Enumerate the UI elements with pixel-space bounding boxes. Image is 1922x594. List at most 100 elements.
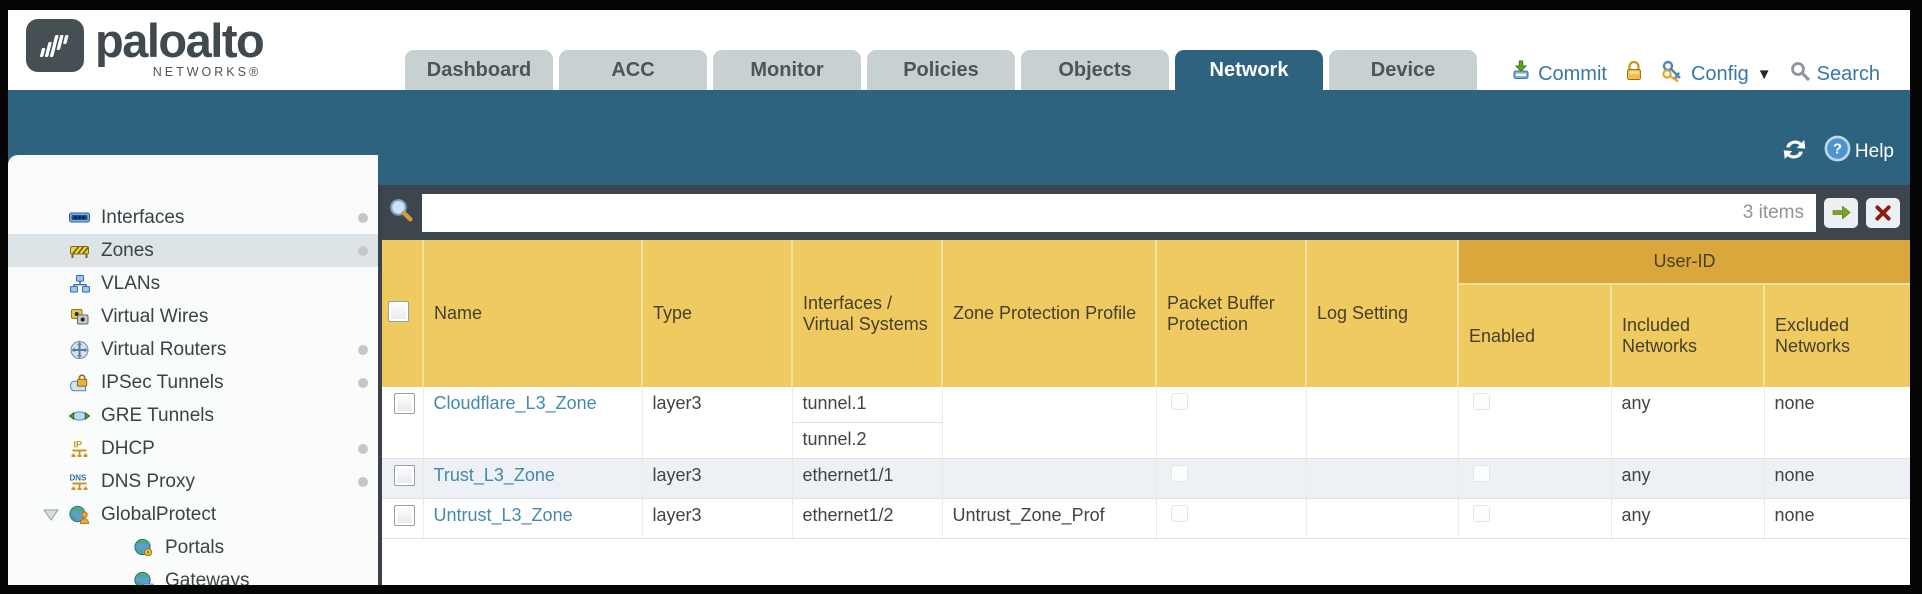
col-header-packet-buffer-protection[interactable]: Packet Buffer Protection [1155,240,1306,387]
log-setting [1306,387,1459,459]
vlans-icon [66,274,92,294]
sidebar-item-vlans[interactable]: VLANs [8,267,378,300]
col-header-type[interactable]: Type [641,240,792,387]
sidebar-item-interfaces[interactable]: Interfaces [8,201,378,234]
filter-toolbar: 3 items [378,185,1910,240]
sidebar-item-label: DHCP [101,438,155,459]
tab-acc[interactable]: ACC [559,50,707,90]
col-header-interfaces[interactable]: Interfaces / Virtual Systems [791,240,942,387]
sidebar-item-gateways[interactable]: Gateways [8,564,378,585]
sidebar-item-label: Interfaces [101,207,185,228]
sidebar-item-gre-tunnels[interactable]: GRE Tunnels [8,399,378,432]
packet-buffer-protection-checkbox[interactable] [1170,505,1188,522]
refresh-icon[interactable] [1780,137,1809,167]
interface-cell: ethernet1/1 [802,465,894,485]
row-checkbox[interactable] [394,465,415,486]
gateways-icon [130,571,156,585]
paloalto-logo: paloalto NETWORKS® [26,17,265,79]
sidebar-item-label: GRE Tunnels [101,405,214,426]
search-menu[interactable]: Search [1789,60,1880,88]
commit-button[interactable]: Commit [1510,60,1607,88]
select-all-cell [382,240,423,387]
config-lock-icon[interactable] [1624,60,1644,88]
sidebar-item-ipsec-tunnels[interactable]: IPSec Tunnels [8,366,378,399]
included-networks: any [1611,458,1765,499]
tab-policies[interactable]: Policies [867,50,1015,90]
header-actions: Commit Config ▼ Search [1510,56,1880,92]
interface-cell: tunnel.2 [802,429,867,449]
log-setting [1306,458,1459,499]
clear-filter-button[interactable] [1866,197,1900,228]
col-header-enabled[interactable]: Enabled [1457,284,1611,387]
dns-proxy-icon: DNS [66,472,92,492]
status-dot [358,377,368,388]
tab-network[interactable]: Network [1175,50,1323,90]
sidebar-item-label: Virtual Routers [101,339,227,360]
apply-filter-button[interactable] [1824,197,1858,228]
zones-icon [66,241,92,261]
search-icon [1789,60,1811,88]
help-icon: ? [1824,135,1851,168]
included-networks: any [1611,498,1765,539]
col-header-zone-protection-profile[interactable]: Zone Protection Profile [941,240,1156,387]
sidebar-item-label: DNS Proxy [101,471,195,492]
dhcp-icon: IP [66,439,92,459]
sidebar-item-globalprotect[interactable]: GlobalProtect [8,498,378,531]
zone-type: layer3 [642,498,793,539]
zone-type: layer3 [642,387,793,459]
zone-name-link[interactable]: Trust_L3_Zone [433,465,555,485]
user-id-enabled-checkbox[interactable] [1472,465,1490,482]
tab-dashboard[interactable]: Dashboard [405,50,553,90]
filter-input[interactable] [422,193,1816,232]
zone-name-link[interactable]: Untrust_L3_Zone [433,505,573,525]
col-header-included-networks[interactable]: Included Networks [1610,284,1764,387]
chevron-down-icon: ▼ [1756,65,1772,83]
sidebar-item-label: Gateways [165,570,250,585]
user-id-enabled-checkbox[interactable] [1472,505,1490,522]
sidebar-item-zones[interactable]: Zones [8,234,378,267]
packet-buffer-protection-checkbox[interactable] [1170,393,1188,410]
status-dot [358,476,368,487]
sidebar-item-label: VLANs [101,273,161,294]
sidebar-item-label: Zones [101,240,154,261]
config-menu[interactable]: Config ▼ [1661,60,1772,88]
zone-type: layer3 [642,458,793,499]
sidebar-item-virtual-routers[interactable]: Virtual Routers [8,333,378,366]
sidebar-item-dhcp[interactable]: IP DHCP [8,432,378,465]
col-header-excluded-networks[interactable]: Excluded Networks [1763,284,1910,387]
interfaces-icon [66,208,92,228]
content-panel: 3 items [378,155,1910,585]
ipsec-tunnels-icon [66,373,92,393]
packet-buffer-protection-checkbox[interactable] [1170,465,1188,482]
tab-device[interactable]: Device [1329,50,1477,90]
sidebar-item-dns-proxy[interactable]: DNS DNS Proxy [8,465,378,498]
zone-name-link[interactable]: Cloudflare_L3_Zone [433,393,597,413]
zones-table: Name Type Interfaces / Virtual Systems Z… [382,240,1910,539]
expander-icon[interactable] [36,509,66,521]
sidebar-item-portals[interactable]: Portals [8,531,378,564]
tab-monitor[interactable]: Monitor [713,50,861,90]
excluded-networks: none [1764,458,1910,499]
col-header-name[interactable]: Name [422,240,642,387]
zone-protection-profile [942,458,1157,499]
select-all-checkbox[interactable] [388,300,409,322]
col-header-log-setting[interactable]: Log Setting [1305,240,1458,387]
help-button[interactable]: ? Help [1824,135,1894,168]
tab-objects[interactable]: Objects [1021,50,1169,90]
svg-text:IP: IP [73,439,82,449]
log-setting [1306,498,1459,539]
row-checkbox[interactable] [394,505,415,526]
row-checkbox[interactable] [394,393,415,414]
user-id-enabled-checkbox[interactable] [1472,393,1490,410]
excluded-networks: none [1764,498,1910,539]
interface-cell: tunnel.1 [792,387,941,423]
sidebar-item-virtual-wires[interactable]: Virtual Wires [8,300,378,333]
commit-icon [1510,60,1532,88]
svg-text:DNS: DNS [69,473,87,482]
globalprotect-icon [66,505,92,525]
config-keys-icon [1661,60,1685,88]
